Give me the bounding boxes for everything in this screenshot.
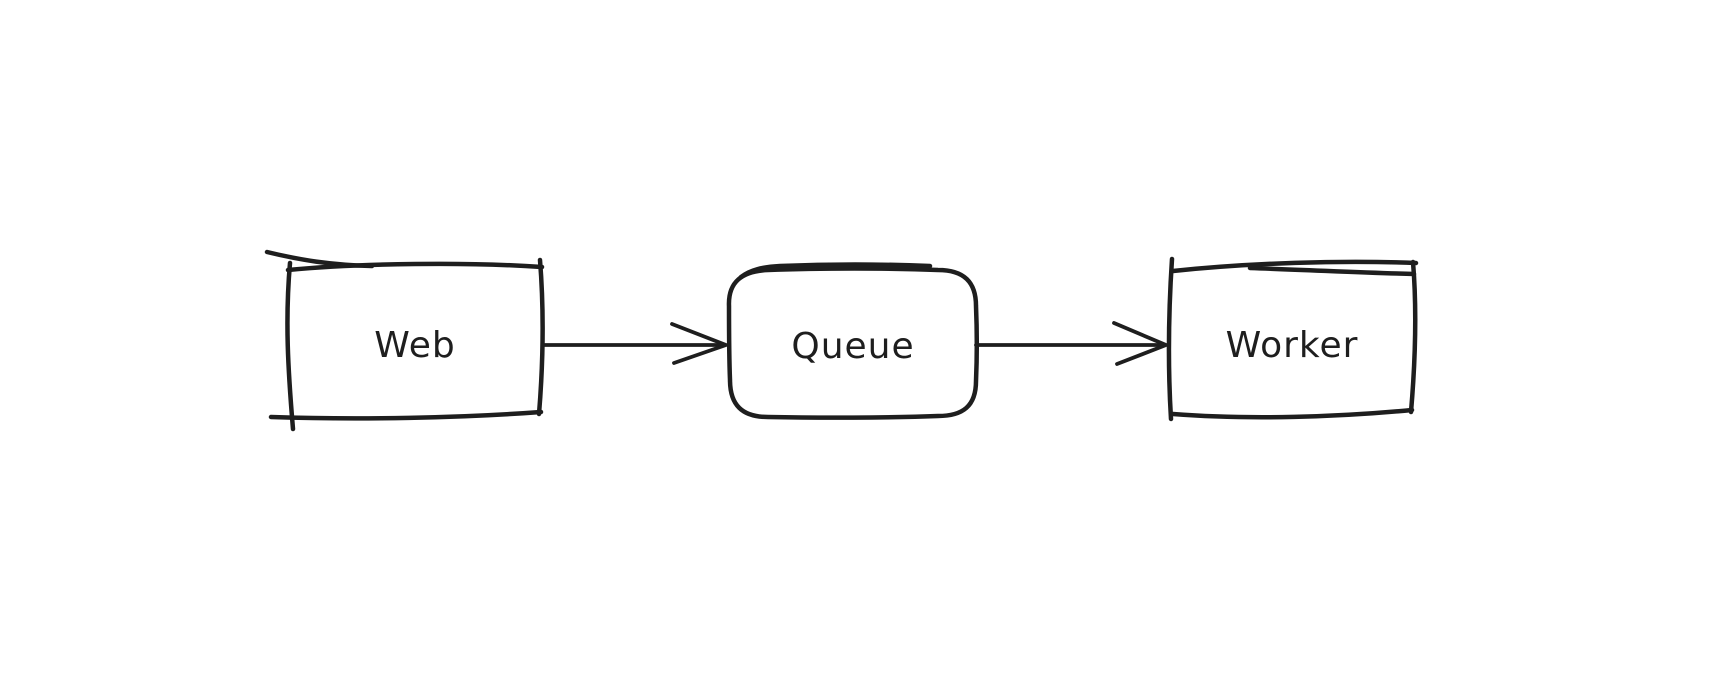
web-box-top-edge (285, 261, 545, 273)
node-label-queue: Queue (791, 326, 914, 367)
web-box-top-overshoot (264, 249, 375, 269)
queue-box-top-overshoot (738, 262, 933, 280)
queue-box-outline (726, 266, 979, 420)
node-label-worker: Worker (1226, 325, 1359, 366)
worker-box-bottom-edge (1170, 407, 1415, 420)
web-box-right-edge (536, 257, 545, 417)
worker-box-left-edge (1166, 256, 1175, 422)
worker-box-top-overshoot (1247, 265, 1417, 277)
node-label-web: Web (374, 325, 456, 366)
edge-web-queue-arrowhead-icon (670, 322, 728, 365)
web-box-left-edge (285, 260, 296, 432)
edge-queue-worker[interactable] (974, 321, 1168, 366)
node-worker[interactable]: Worker (1166, 256, 1419, 422)
worker-box-top-edge (1170, 259, 1419, 274)
web-box-bottom-edge (268, 409, 544, 421)
worker-box-right-edge (1408, 259, 1418, 415)
edge-web-queue[interactable] (541, 322, 728, 365)
edge-queue-worker-arrowhead-icon (1112, 321, 1168, 366)
node-web[interactable]: Web (264, 249, 545, 432)
node-queue[interactable]: Queue (726, 262, 979, 420)
